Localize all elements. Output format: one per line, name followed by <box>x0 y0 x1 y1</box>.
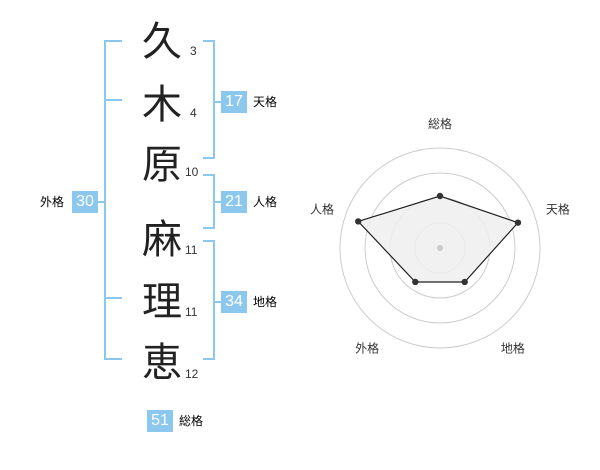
name-char-5: 理 <box>142 279 182 325</box>
radar-point-4 <box>412 278 419 286</box>
gaikaku-bracket-top <box>104 40 122 42</box>
jinkaku-bracket-connector <box>213 201 221 203</box>
name-char-1: 久 <box>142 19 182 65</box>
radar-point-3 <box>461 278 468 286</box>
name-char-6: 恵 <box>142 340 182 386</box>
gaikaku-bracket-bottom <box>104 358 122 360</box>
tenkaku-bracket-connector <box>213 101 221 103</box>
name-char-3: 原 <box>142 142 182 188</box>
stroke-count-4: 11 <box>185 243 198 257</box>
gaikaku-bracket-tick-2 <box>104 297 122 299</box>
stroke-count-6: 12 <box>185 367 199 381</box>
name-char-2: 木 <box>142 82 182 128</box>
gaikaku-bracket-tick-1 <box>104 99 122 101</box>
tenkaku-badge: 17 <box>221 91 247 113</box>
chikaku-label: 地格 <box>253 295 278 309</box>
radar-ring-3 <box>364 172 516 324</box>
chikaku-bracket-bottom <box>203 358 215 360</box>
radar-axis-label-3: 地格 <box>501 340 525 355</box>
gaikaku-bracket-connector <box>96 201 104 203</box>
soukaku-label: 総格 <box>179 414 204 428</box>
radar-axis-label-1: 総格 <box>428 116 452 131</box>
jinkaku-bracket-bottom <box>203 227 215 229</box>
chikaku-bracket-connector <box>213 301 221 303</box>
tenkaku-label: 天格 <box>253 95 278 109</box>
stroke-count-1: 3 <box>190 44 197 58</box>
soukaku-badge: 51 <box>147 410 173 432</box>
stroke-count-2: 4 <box>190 106 197 120</box>
jinkaku-badge: 21 <box>221 191 247 213</box>
tenkaku-bracket-bottom <box>203 157 215 159</box>
gaikaku-bracket-vertical <box>104 40 106 360</box>
radar-area <box>357 195 520 283</box>
radar-axis-label-2: 天格 <box>546 202 570 217</box>
chikaku-bracket-vertical <box>213 240 215 360</box>
name-char-4: 麻 <box>142 217 182 263</box>
gaikaku-label: 外格 <box>40 195 65 209</box>
gaikaku-badge: 30 <box>72 191 98 213</box>
stroke-count-3: 10 <box>185 165 199 179</box>
radar-point-5 <box>355 218 362 225</box>
tenkaku-bracket-top <box>203 40 215 42</box>
stroke-count-5: 11 <box>185 305 198 319</box>
tenkaku-bracket-vertical <box>213 40 215 159</box>
jinkaku-bracket-top <box>203 174 215 176</box>
radar-center <box>437 245 443 251</box>
jinkaku-label: 人格 <box>253 195 278 209</box>
radar-point-1 <box>436 192 444 200</box>
chikaku-badge: 34 <box>221 291 247 313</box>
radar-point-2 <box>514 219 522 226</box>
radar-ring-4 <box>339 147 541 349</box>
chikaku-bracket-top <box>203 240 215 242</box>
radar-axis-label-5: 人格 <box>310 202 334 217</box>
radar-axis-label-4: 外格 <box>355 340 379 355</box>
